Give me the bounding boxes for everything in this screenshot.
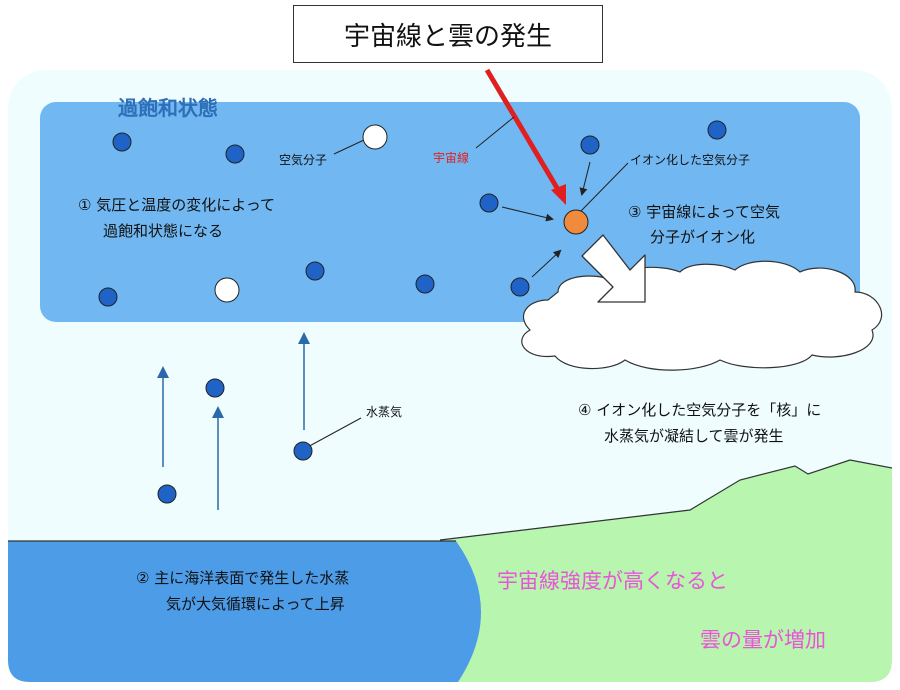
cosmic-ray-label: 宇宙線 [433, 151, 470, 165]
conclusion-line2: 雲の量が増加 [700, 628, 826, 652]
step2-line2: 気が大気循環によって上昇 [166, 595, 345, 613]
water-molecule [98, 287, 118, 307]
conclusion-line1: 宇宙線強度が高くなると [497, 569, 728, 593]
molecule-to-ion-arrow-1 [501, 206, 554, 222]
cosmic-ray-arrowhead [551, 184, 566, 205]
water-molecule [112, 132, 132, 152]
ion-to-cloud-arrow [581, 234, 646, 303]
water-molecule [479, 193, 499, 213]
step4-line2: 水蒸気が凝結して雲が発生 [604, 427, 784, 445]
ocean-area [8, 541, 482, 682]
water-molecule [305, 261, 325, 281]
water-vapor-leader [303, 417, 362, 450]
ionized-molecule [563, 209, 589, 235]
saturation-label: 過飽和状態 [118, 96, 218, 120]
air-molecule [362, 124, 388, 150]
land-ridge-line [439, 459, 893, 541]
water-molecule [580, 135, 600, 155]
water-vapor-label: 水蒸気 [366, 405, 403, 419]
step1-line1: ① 気圧と温度の変化によって [78, 196, 276, 214]
air-molecule-label: 空気分子 [279, 153, 328, 167]
air-molecule [214, 277, 240, 303]
water-molecule [415, 274, 435, 294]
ionized-molecule-label: イオン化した空気分子 [630, 153, 751, 167]
water-molecule [293, 441, 313, 461]
molecule-to-ion-arrow-3 [531, 249, 562, 278]
diagram-title: 宇宙線と雲の発生 [293, 5, 603, 63]
step3-line2: 分子がイオン化 [650, 228, 756, 246]
water-molecule [707, 120, 727, 140]
step1-line2: 過飽和状態になる [103, 222, 224, 240]
cloud-icon [521, 260, 883, 371]
water-molecule [157, 484, 177, 504]
ionized-molecule-leader [579, 162, 629, 213]
step4-line1: ④ イオン化した空気分子を「核」に [578, 401, 822, 419]
step3-line1: ③ 宇宙線によって空気 [628, 203, 781, 221]
cosmic-ray-leader [475, 116, 515, 149]
step2-line1: ② 主に海洋表面で発生した水蒸 [136, 569, 350, 587]
water-molecule [510, 277, 530, 297]
water-molecule [225, 144, 245, 164]
land-area [440, 460, 892, 682]
water-molecule [205, 378, 225, 398]
molecule-to-ion-arrow-2 [579, 161, 591, 196]
cosmic-ray-arrow [484, 68, 563, 195]
air-molecule-leader [333, 139, 365, 155]
